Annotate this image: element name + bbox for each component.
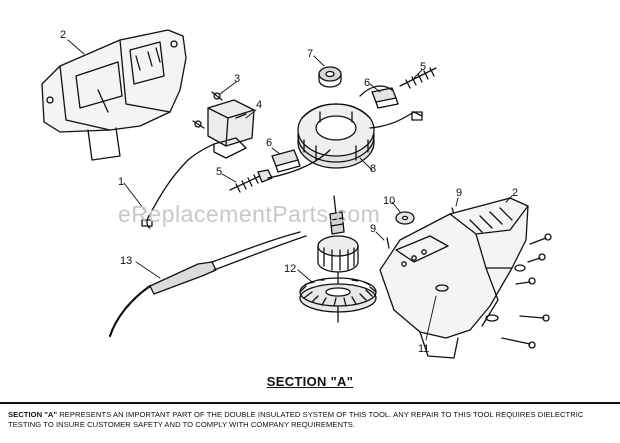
- leader-line: [67, 39, 85, 55]
- bearing-part: [318, 66, 342, 88]
- carbon-brush-part-upper: [371, 87, 399, 109]
- callout-6-upper: 6: [364, 77, 370, 89]
- callout-5-lower: 5: [216, 166, 222, 178]
- leader-line: [425, 295, 437, 341]
- washer-part: [395, 211, 415, 225]
- watermark-text: eReplacementParts.com: [118, 201, 380, 227]
- leader-line: [413, 69, 423, 79]
- brush-spring-part-lower: [229, 169, 273, 193]
- field-assembly-part: [297, 85, 423, 169]
- leader-line: [391, 201, 401, 213]
- lead-wire-connector: [187, 143, 215, 161]
- brush-spring-part-upper: [399, 67, 437, 89]
- leader-line: [271, 147, 281, 155]
- callout-13: 13: [120, 255, 132, 267]
- callout-4: 4: [256, 99, 262, 111]
- housing-half-left-part: [41, 29, 187, 161]
- exploded-parts-diagram: eReplacementParts.com 2 1 3 4 5 6 7 5 6 …: [41, 29, 552, 359]
- leader-line: [359, 157, 373, 171]
- callout-8: 8: [370, 163, 376, 175]
- section-title: SECTION "A": [266, 374, 354, 389]
- leader-line: [135, 261, 161, 279]
- power-cord-part: [108, 231, 307, 338]
- leader-line: [245, 109, 257, 119]
- callout-10: 10: [383, 195, 395, 207]
- section-note: SECTION "A" REPRESENTS AN IMPORTANT PART…: [0, 402, 620, 443]
- callout-9-upper: 9: [456, 187, 462, 199]
- pin-part-lower: [386, 237, 390, 249]
- section-note-text: SECTION "A" REPRESENTS AN IMPORTANT PART…: [8, 410, 612, 430]
- leader-line: [313, 55, 325, 67]
- callout-2-left: 2: [60, 29, 66, 41]
- callout-6-lower: 6: [266, 137, 272, 149]
- leader-line: [505, 195, 513, 203]
- callout-7: 7: [307, 48, 313, 60]
- armature-part: [317, 195, 359, 285]
- leader-line: [297, 269, 313, 283]
- leader-line: [455, 197, 459, 207]
- leader-line: [219, 81, 237, 95]
- carbon-brush-part-lower: [271, 149, 301, 173]
- section-note-label: SECTION "A": [8, 410, 58, 419]
- callout-9-lower: 9: [370, 223, 376, 235]
- screw-part-3: [192, 91, 223, 129]
- callout-11: 11: [418, 343, 429, 355]
- fan-part: [299, 277, 377, 323]
- callout-5-upper: 5: [420, 61, 426, 73]
- callout-3: 3: [234, 73, 240, 85]
- leader-line: [369, 83, 381, 93]
- leader-line: [221, 173, 237, 183]
- callout-2-right: 2: [512, 187, 518, 199]
- callout-12: 12: [284, 263, 296, 275]
- leader-line: [123, 182, 147, 213]
- section-note-body: REPRESENTS AN IMPORTANT PART OF THE DOUB…: [8, 410, 584, 429]
- switch-part: [207, 99, 255, 159]
- leader-line: [375, 231, 385, 241]
- callout-1: 1: [118, 176, 124, 188]
- housing-half-right-part: [379, 197, 529, 359]
- screws-right: [501, 233, 552, 349]
- lead-wire-part: [141, 159, 189, 229]
- internal-wire: [267, 149, 331, 179]
